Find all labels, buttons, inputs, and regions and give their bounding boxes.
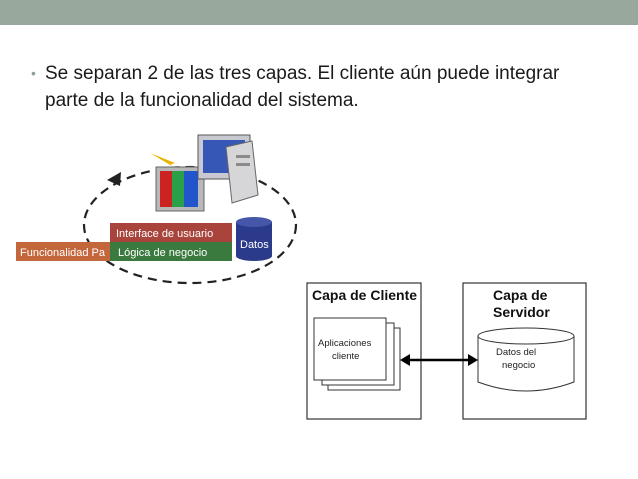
bullet-text: Se separan 2 de las tres capas. El clien…	[45, 63, 560, 111]
server-layer-title-1: Capa de	[493, 287, 548, 303]
client-layer-title: Capa de Cliente	[312, 287, 417, 303]
logic-label: Lógica de negocio	[118, 247, 207, 259]
business-data-line2: negocio	[502, 360, 535, 371]
architecture-diagram: Interface de usuario Funcionalidad Pa Ló…	[16, 134, 298, 285]
title-bar	[0, 0, 638, 25]
client-server-diagram: Capa de Cliente Aplicaciones cliente Cap…	[306, 282, 587, 420]
computer-icon	[150, 134, 259, 212]
interface-layer	[110, 223, 232, 242]
database-icon: Datos	[236, 217, 272, 261]
client-apps-line2: cliente	[332, 351, 359, 362]
functionality-label: Funcionalidad Pa	[20, 247, 106, 259]
business-data-line1: Datos del	[496, 347, 536, 358]
functionality-layer	[16, 242, 114, 261]
server-layer-title-2: Servidor	[493, 304, 550, 320]
client-applications-box	[313, 317, 387, 381]
interface-label: Interface de usuario	[116, 228, 213, 240]
data-label: Datos	[240, 239, 269, 251]
bullet-marker: •	[31, 65, 36, 81]
business-data-cylinder: Datos del negocio	[477, 327, 575, 392]
cycle-arrowhead	[107, 172, 121, 186]
logic-layer	[110, 242, 232, 261]
client-apps-line1: Aplicaciones	[318, 338, 372, 349]
bidirectional-arrow	[400, 354, 478, 366]
